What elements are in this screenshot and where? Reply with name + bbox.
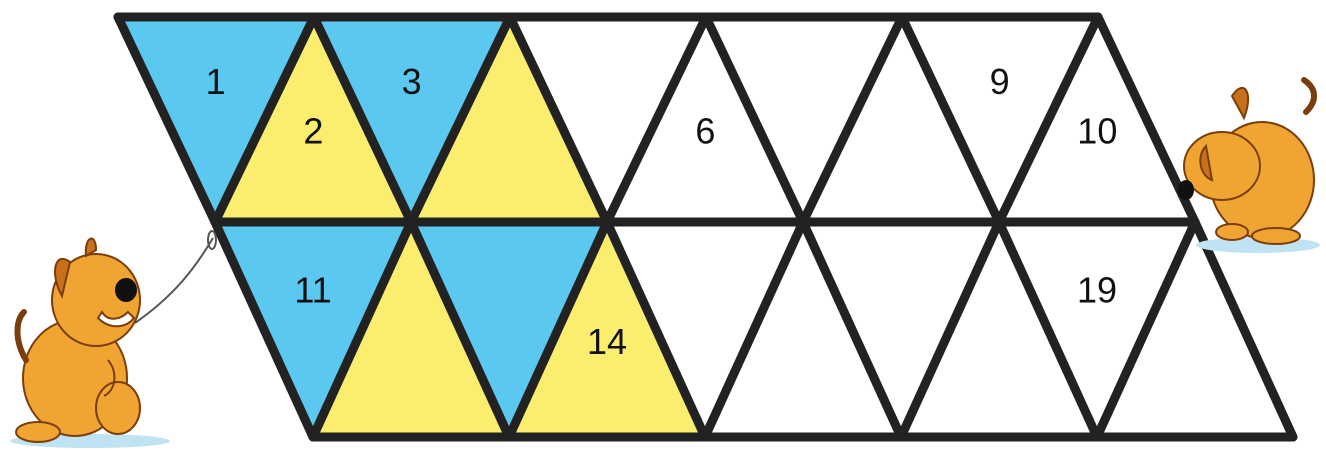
triangle-number: 9 — [990, 61, 1010, 102]
triangle-number: 11 — [294, 269, 331, 310]
triangle-number: 2 — [303, 110, 323, 151]
triangle-number: 1 — [206, 61, 226, 102]
triangle-number: 14 — [587, 321, 627, 362]
triangle-number: 10 — [1077, 110, 1117, 151]
triangle-number: 6 — [695, 110, 715, 151]
triangle-number: 3 — [402, 61, 422, 102]
triangle-number: 19 — [1077, 269, 1117, 310]
triangle-cells — [118, 17, 1293, 437]
dog-with-leash-icon — [10, 231, 216, 448]
